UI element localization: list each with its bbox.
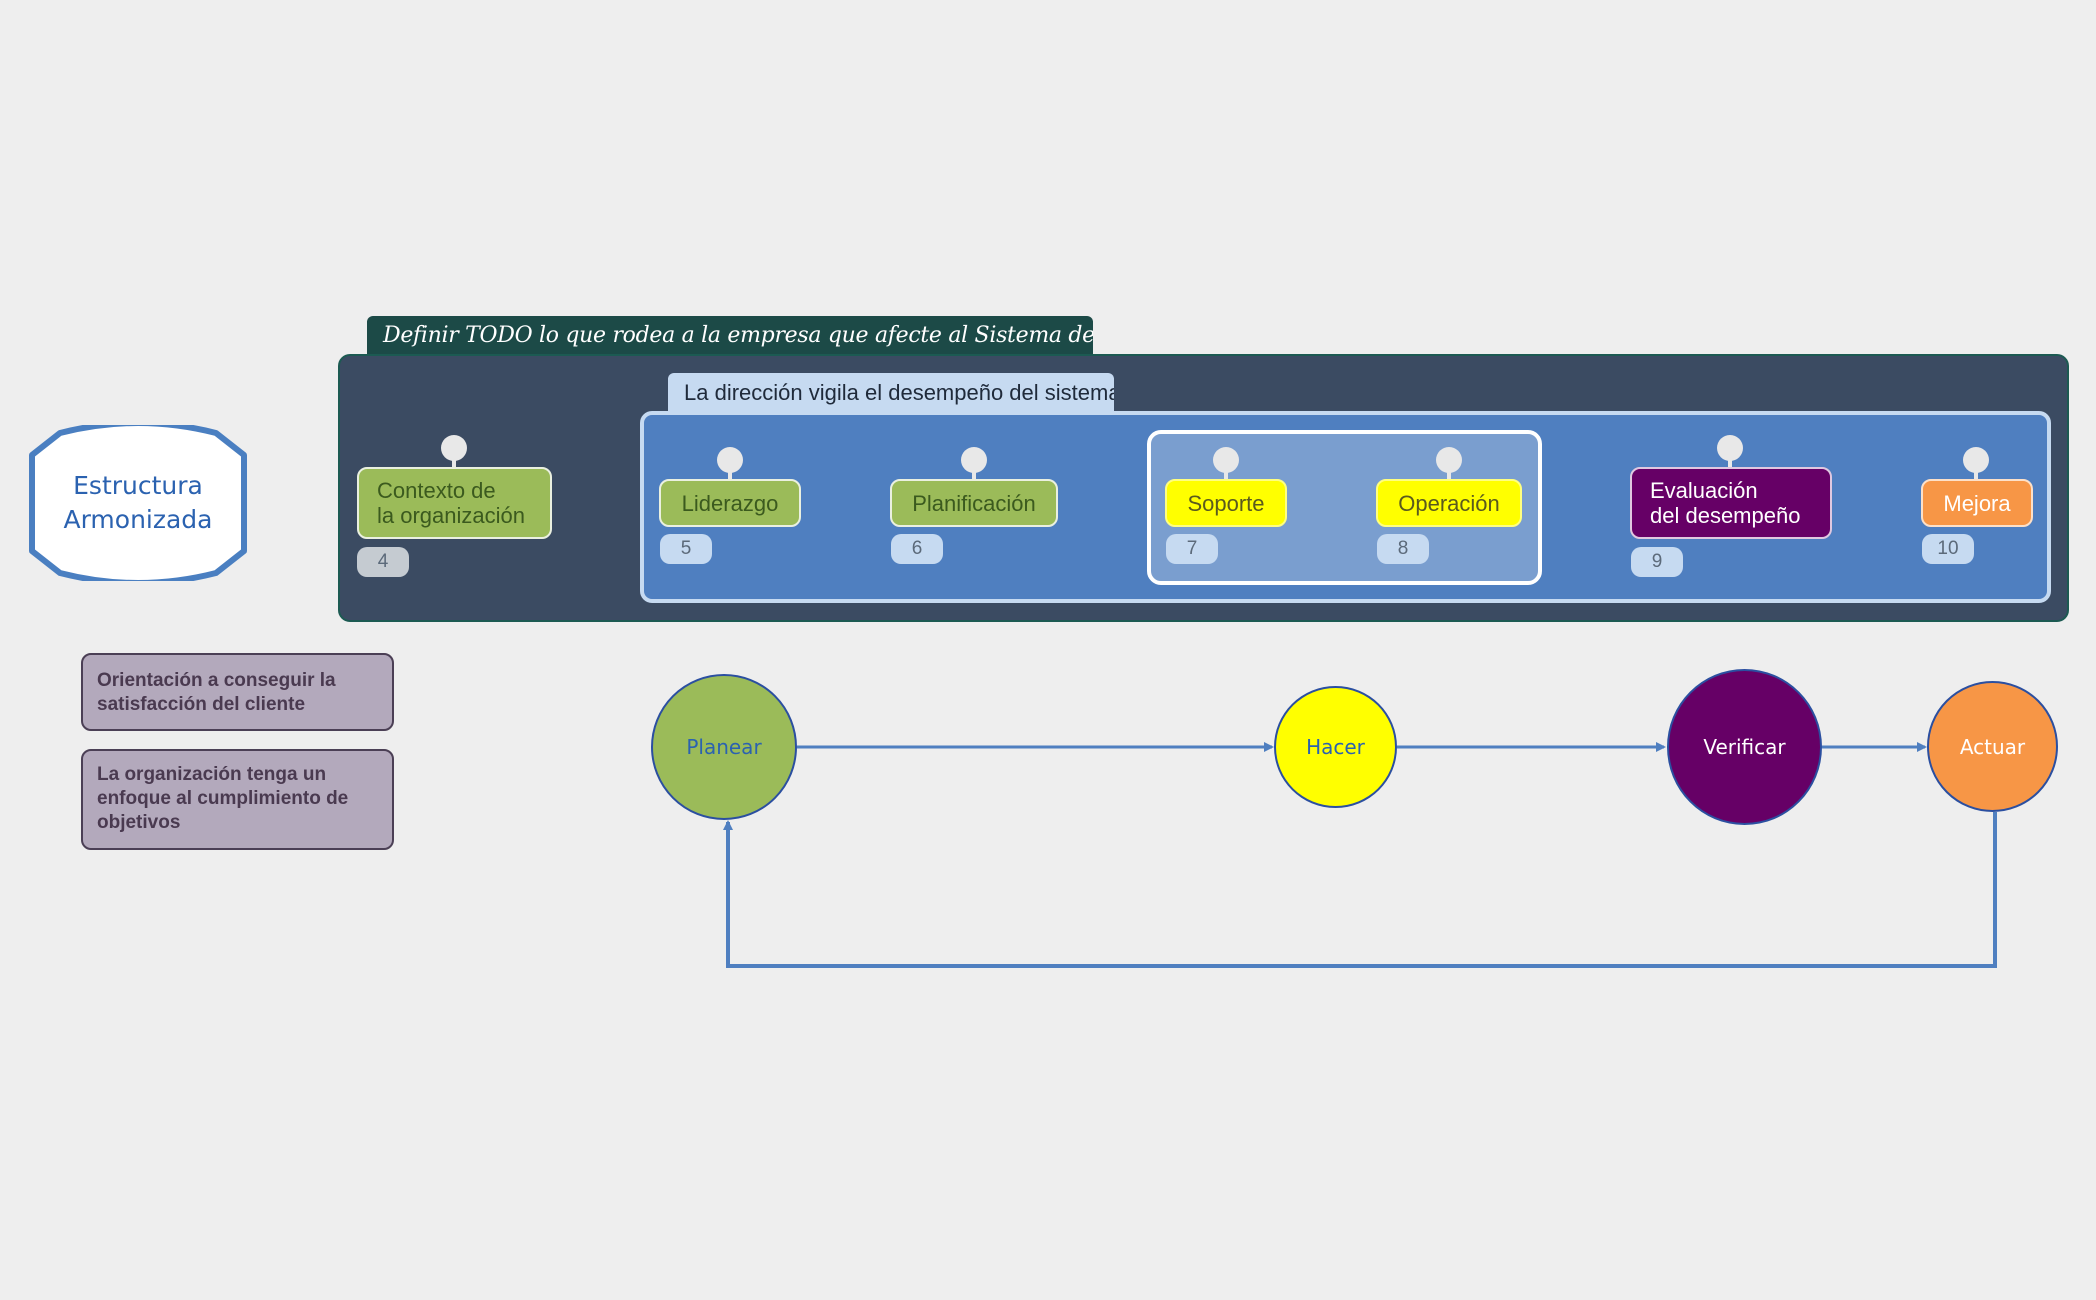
clause-number-badge: 8 — [1377, 534, 1429, 564]
clause-number-badge: 10 — [1922, 534, 1974, 564]
clause-label-line: del desempeño — [1650, 503, 1801, 528]
cycle-label: Actuar — [1959, 734, 2026, 759]
cycle-verificar[interactable]: Verificar — [1667, 669, 1822, 825]
cycle-label: Hacer — [1306, 735, 1365, 759]
cycle-planear[interactable]: Planear — [651, 674, 797, 820]
cycle-label: Planear — [686, 735, 762, 759]
note-line: objetivos — [97, 812, 181, 833]
clause-number-badge: 7 — [1166, 534, 1218, 564]
clause-number-badge: 6 — [891, 534, 943, 564]
pin-stem — [728, 470, 732, 480]
pin-icon — [1436, 447, 1462, 473]
pin-icon — [961, 447, 987, 473]
clause-evaluacion[interactable]: Evaluación del desempeño — [1630, 467, 1832, 539]
pin-icon — [1717, 435, 1743, 461]
clause-label-line: Contexto de — [377, 478, 496, 503]
cycle-label: Verificar — [1703, 735, 1786, 759]
arrow-actuar-planear — [723, 812, 1997, 968]
pin-icon — [717, 447, 743, 473]
title-text: Estructura Armonizada — [26, 425, 250, 581]
pin-stem — [1447, 470, 1451, 480]
clause-label-line: Liderazgo — [681, 490, 779, 516]
clause-label-line: Planificación — [912, 490, 1036, 516]
note-satisfaccion: Orientación a conseguir la satisfacción … — [81, 653, 394, 731]
clause-mejora[interactable]: Mejora — [1921, 479, 2033, 527]
note-objetivos: La organización tenga un enfoque al cump… — [81, 749, 394, 850]
note-line: Orientación a conseguir la — [97, 670, 336, 691]
clause-label-line: Mejora — [1943, 490, 2011, 516]
pin-icon — [441, 435, 467, 461]
pin-stem — [452, 458, 456, 468]
clause-number-badge: 9 — [1631, 547, 1683, 577]
clause-label-line: Operación — [1398, 490, 1500, 516]
title-line-2: Armonizada — [63, 505, 213, 534]
note-line: enfoque al cumplimiento de — [97, 788, 349, 809]
clause-operacion[interactable]: Operación — [1376, 479, 1522, 527]
note-line: La organización tenga un — [97, 764, 327, 785]
hexagon-outline — [29, 425, 247, 581]
clause-contexto[interactable]: Contexto de la organización — [357, 467, 552, 539]
clause-label-line: la organización — [377, 503, 525, 528]
cycle-hacer[interactable]: Hacer — [1274, 686, 1397, 808]
clause-soporte[interactable]: Soporte — [1165, 479, 1287, 527]
pin-icon — [1213, 447, 1239, 473]
clause-label-line: Soporte — [1187, 490, 1265, 516]
clause-planificacion[interactable]: Planificación — [890, 479, 1058, 527]
cycle-actuar[interactable]: Actuar — [1927, 681, 2058, 812]
pin-stem — [972, 470, 976, 480]
title-shape: Estructura Armonizada — [26, 425, 250, 581]
note-line: satisfacción del cliente — [97, 694, 306, 715]
clause-number-badge: 4 — [357, 547, 409, 577]
outer-panel-tab: Definir TODO lo que rodea a la empresa q… — [367, 316, 1093, 356]
title-line-1: Estructura — [73, 471, 203, 500]
pin-stem — [1728, 458, 1732, 468]
pin-stem — [1974, 470, 1978, 480]
pin-icon — [1963, 447, 1989, 473]
clause-liderazgo[interactable]: Liderazgo — [659, 479, 801, 527]
clause-number-badge: 5 — [660, 534, 712, 564]
pin-stem — [1224, 470, 1228, 480]
inner-panel-tab: La dirección vigila el desempeño del sis… — [668, 373, 1114, 412]
clause-label-line: Evaluación — [1650, 478, 1758, 503]
